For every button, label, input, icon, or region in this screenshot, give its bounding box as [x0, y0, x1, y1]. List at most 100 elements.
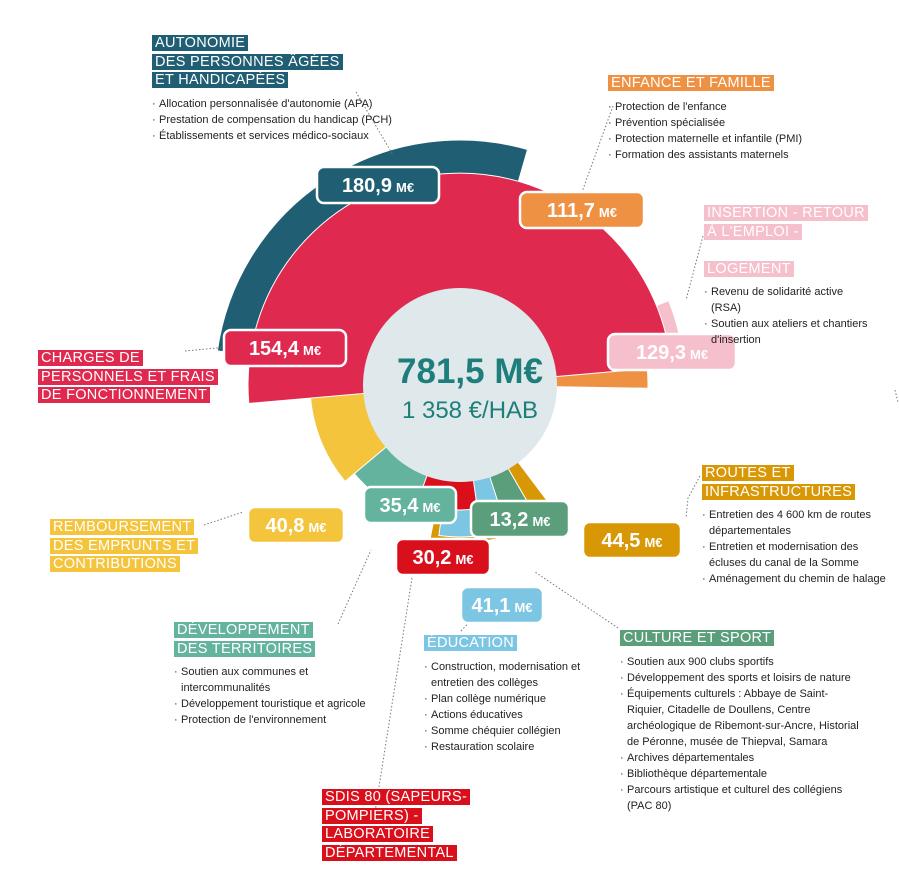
category-title-line: POMPIERS) -	[322, 807, 422, 824]
category-title-line: DE FONCTIONNEMENT	[38, 387, 211, 403]
category-item: Soutien aux communes et intercommunalité…	[174, 664, 374, 696]
category-item: Prévention spécialisée	[608, 115, 808, 131]
svg-text:30,2M€: 30,2M€	[413, 547, 474, 569]
leader-line	[685, 235, 704, 301]
category-item: Plan collège numérique	[424, 691, 584, 707]
category-title-line: ET HANDICAPÉES	[152, 72, 289, 88]
per-capita-amount: 1 358 €/HAB	[402, 397, 538, 424]
category-insertion: INSERTION - RETOUR À L'EMPLOI - LOGEMENT R…	[704, 204, 874, 348]
leader-line	[894, 389, 899, 403]
category-item: Entretien et modernisation des écluses d…	[702, 539, 887, 571]
category-enfance: ENFANCE ET FAMILLE Protection de l'enfanc…	[608, 74, 808, 163]
category-title-line: DES TERRITOIRES	[174, 640, 316, 657]
category-item: Somme chéquier collégien	[424, 723, 584, 739]
category-items: Entretien des 4 600 km de routes départe…	[702, 507, 887, 587]
category-autonomie: AUTONOMIE DES PERSONNES ÂGÉES ET HANDICAPÉ…	[152, 34, 412, 144]
category-items: Construction, modernisation et entretien…	[424, 659, 584, 755]
svg-text:13,2M€: 13,2M€	[490, 509, 551, 531]
category-charges: CHARGES DE PERSONNELS ET FRAIS DE FONCTION…	[38, 349, 218, 405]
category-title: REMBOURSEMENT DES EMPRUNTS ET CONTRIBUTION…	[50, 518, 199, 574]
category-title-line: ÉDUCATION	[424, 635, 518, 651]
leader-line	[374, 577, 413, 813]
category-title-line: INSERTION - RETOUR	[704, 205, 868, 221]
svg-text:44,5M€: 44,5M€	[602, 530, 663, 552]
category-title-line: CHARGES DE	[38, 350, 143, 366]
category-item: Bibliothèque départementale	[620, 766, 865, 782]
category-remboursement: REMBOURSEMENT DES EMPRUNTS ET CONTRIBUTION…	[50, 518, 199, 574]
svg-text:40,8M€: 40,8M€	[266, 515, 327, 537]
category-title-line: LOGEMENT	[704, 260, 794, 277]
category-title: INSERTION - RETOUR À L'EMPLOI - LOGEMENT	[704, 204, 874, 278]
category-title-line: INFRASTRUCTURES	[702, 483, 856, 500]
total-amount: 781,5 M€	[397, 352, 543, 391]
category-item: Archives départementales	[620, 750, 865, 766]
leader-line	[337, 549, 372, 625]
category-item: Développement touristique et agricole	[174, 696, 374, 712]
svg-text:35,4M€: 35,4M€	[380, 495, 441, 517]
category-title-line: SDIS 80 (SAPEURS-	[322, 789, 471, 805]
category-items: Soutien aux communes et intercommunalité…	[174, 664, 374, 728]
category-title-line: REMBOURSEMENT	[50, 519, 195, 535]
leader-line	[685, 475, 701, 519]
category-title-line: DES PERSONNES ÂGÉES	[152, 53, 343, 70]
category-item: Prestation de compensation du handicap (…	[152, 112, 412, 128]
category-title-line: ENFANCE ET FAMILLE	[608, 75, 774, 91]
category-item: Restauration scolaire	[424, 739, 584, 755]
category-item: Équipements culturels : Abbaye de Saint-…	[620, 686, 865, 750]
category-item: Établissements et services médico-sociau…	[152, 128, 412, 144]
category-culture: CULTURE ET SPORT Soutien aux 900 clubs sp…	[620, 629, 865, 814]
category-item: Entretien des 4 600 km de routes départe…	[702, 507, 887, 539]
category-items: Protection de l'enfancePrévention spécia…	[608, 99, 808, 163]
leader-line	[534, 571, 619, 629]
category-item: Protection de l'enfance	[608, 99, 808, 115]
category-item: Revenu de solidarité active (RSA)	[704, 284, 874, 316]
category-items: Soutien aux 900 clubs sportifsDéveloppem…	[620, 654, 865, 814]
category-title-line: CULTURE ET SPORT	[620, 630, 775, 646]
category-title: ENFANCE ET FAMILLE	[608, 74, 808, 93]
svg-text:129,3M€: 129,3M€	[636, 342, 708, 364]
svg-text:180,9M€: 180,9M€	[342, 175, 414, 197]
category-item: Allocation personnalisée d'autonomie (AP…	[152, 96, 412, 112]
category-item: Construction, modernisation et entretien…	[424, 659, 584, 691]
category-item: Parcours artistique et culturel des coll…	[620, 782, 865, 814]
leader-line	[203, 511, 244, 526]
category-item: Soutien aux 900 clubs sportifs	[620, 654, 865, 670]
svg-text:154,4M€: 154,4M€	[249, 338, 321, 360]
category-title-line: AUTONOMIE	[152, 35, 249, 51]
category-title-line	[704, 242, 714, 258]
category-routes: ROUTES ETINFRASTRUCTURESEntretien des 4 …	[702, 464, 887, 587]
leader-line	[355, 91, 394, 156]
category-title-line: À L'EMPLOI -	[704, 223, 802, 240]
category-item: Développement des sports et loisirs de n…	[620, 670, 865, 686]
category-title-line: LABORATOIRE	[322, 826, 434, 842]
category-item: Actions éducatives	[424, 707, 584, 723]
category-title: CHARGES DE PERSONNELS ET FRAIS DE FONCTION…	[38, 349, 218, 405]
category-title: CULTURE ET SPORT	[620, 629, 865, 648]
category-title: AUTONOMIE DES PERSONNES ÂGÉES ET HANDICAPÉ…	[152, 34, 412, 90]
category-title-line: CONTRIBUTIONS	[50, 556, 180, 572]
category-education: ÉDUCATION Construction, modernisation et …	[424, 634, 584, 755]
category-title-line: DES EMPRUNTS ET	[50, 537, 199, 554]
category-title-line: PERSONNELS ET FRAIS	[38, 368, 218, 385]
category-item: Protection de l'environnement	[174, 712, 374, 728]
category-item: Soutien aux ateliers et chantiers d'inse…	[704, 316, 874, 348]
svg-text:41,1M€: 41,1M€	[472, 595, 533, 617]
category-item: Aménagement du chemin de halage	[702, 571, 887, 587]
category-items: Revenu de solidarité active (RSA)Soutien…	[704, 284, 874, 348]
category-item: Protection maternelle et infantile (PMI)	[608, 131, 808, 147]
category-item: Formation des assistants maternels	[608, 147, 808, 163]
category-title: ÉDUCATION	[424, 634, 584, 653]
